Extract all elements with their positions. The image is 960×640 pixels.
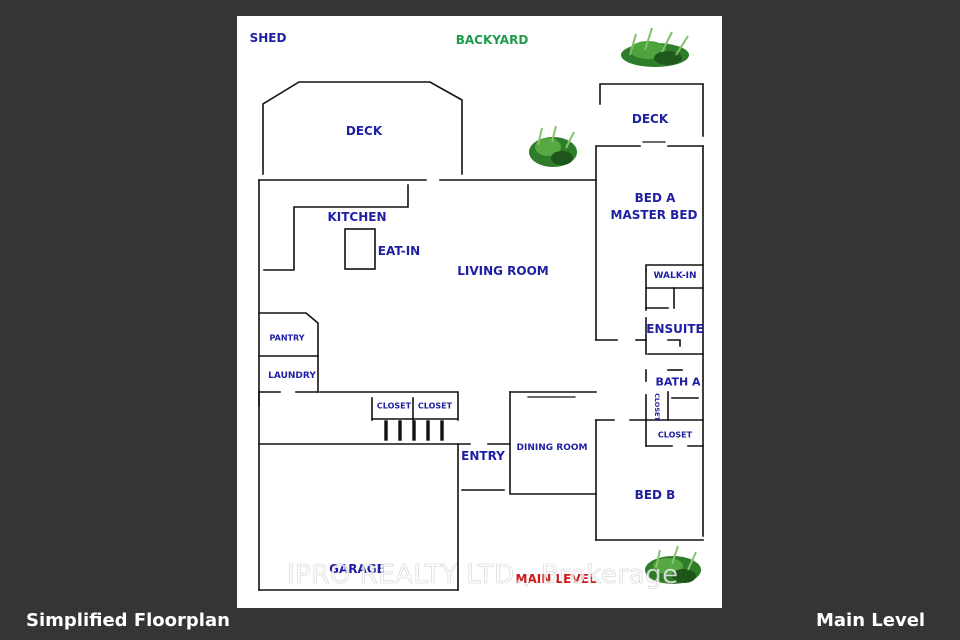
master-bed-label: MASTER BED — [610, 208, 698, 222]
living-room-label: LIVING ROOM — [457, 264, 549, 278]
entry-label: ENTRY — [461, 449, 505, 463]
closet-1-label: CLOSET — [376, 401, 412, 411]
shed-label: SHED — [249, 31, 287, 45]
eat-in-label: EAT-IN — [377, 244, 421, 258]
closet-right-label: CLOSET — [657, 430, 693, 440]
bath-a-label: BATH A — [655, 375, 701, 389]
shrub-icon — [529, 125, 577, 167]
watermark: IPRO REALTY LTD., Brokerage — [287, 560, 679, 591]
ensuite-label: ENSUITE — [646, 322, 704, 336]
dining-room-label: DINING ROOM — [516, 443, 588, 453]
shrub-icon — [645, 545, 701, 584]
laundry-label: LAUNDRY — [268, 371, 316, 381]
kitchen-label: KITCHEN — [327, 210, 387, 224]
deck-right-label: DECK — [631, 112, 669, 126]
pantry-label: PANTRY — [269, 333, 305, 343]
main-level-tag: MAIN LEVEL — [515, 572, 597, 586]
shrub-icon — [621, 27, 689, 67]
footer-right-caption: Main Level — [816, 610, 926, 631]
closet-2-label: CLOSET — [417, 401, 453, 411]
walk-in-label: WALK-IN — [653, 271, 697, 281]
garage-label: GARAGE — [329, 562, 385, 576]
bed-b-label: BED B — [634, 488, 676, 502]
floorplan-sheet — [237, 16, 722, 608]
closet-vertical-label: CLOSET — [653, 393, 661, 421]
footer-left-caption: Simplified Floorplan — [26, 610, 230, 631]
backyard-label: BACKYARD — [455, 33, 529, 47]
bed-a-label: BED A — [634, 191, 676, 205]
deck-left-label: DECK — [345, 124, 383, 138]
